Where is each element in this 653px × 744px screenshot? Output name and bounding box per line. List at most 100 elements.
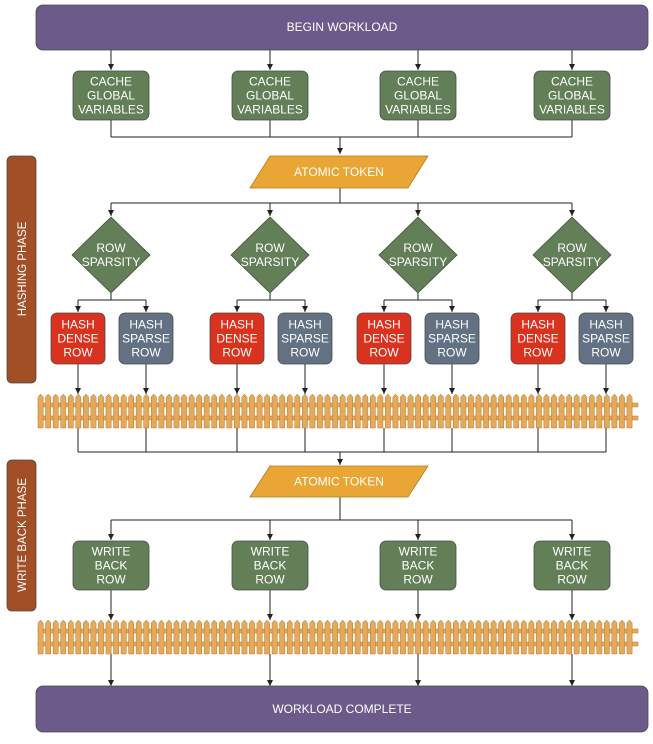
write-back-row-label-line: WRITE: [553, 545, 592, 559]
cache-global-variables-label-line: CACHE: [397, 75, 439, 89]
fence-picket: [203, 393, 210, 429]
write-back-row-label-line: BACK: [254, 559, 287, 573]
fence-picket: [400, 393, 406, 429]
cache-global-variables-label-line: GLOBAL: [548, 89, 596, 103]
fence-picket: [573, 393, 580, 429]
fence-picket: [611, 619, 618, 655]
hash-sparse-row-label-line: ROW: [591, 346, 621, 360]
fence-picket: [581, 619, 588, 655]
fence-picket: [332, 619, 338, 655]
fence-picket: [286, 393, 293, 429]
fence-picket: [407, 619, 414, 655]
fence-picket: [347, 393, 353, 429]
cache-global-variables-label-line: CACHE: [90, 75, 132, 89]
hash-dense-row-label-line: ROW: [369, 346, 399, 360]
hash-dense-row-label-line: DENSE: [517, 332, 558, 346]
hash-dense-row-box: [356, 312, 412, 365]
fence-picket: [324, 393, 331, 429]
fence-picket: [173, 393, 180, 429]
hash-sparse-row-label-line: ROW: [437, 346, 467, 360]
fence-picket: [528, 393, 535, 429]
fence-picket: [520, 619, 527, 655]
fence-picket: [400, 619, 406, 655]
begin-workload-label-line: BEGIN WORKLOAD: [287, 20, 398, 34]
write-back-row-label-line: ROW: [255, 573, 285, 587]
fence-picket: [241, 619, 248, 655]
fence-picket: [332, 393, 338, 429]
fence-picket: [83, 619, 89, 655]
fence-picket: [113, 619, 119, 655]
cache-global-variables-label-line: GLOBAL: [87, 89, 135, 103]
atomic-token-hashing: [249, 155, 429, 189]
fence-picket: [369, 393, 376, 429]
fence-picket: [490, 393, 497, 429]
hash-sparse-row-label-line: HASH: [129, 318, 162, 332]
fence-picket: [604, 393, 610, 429]
fence-picket: [626, 393, 633, 429]
fence-picket: [483, 619, 489, 655]
fence-picket: [369, 619, 376, 655]
fence-picket: [105, 619, 112, 655]
write-back-row-label-line: ROW: [403, 573, 433, 587]
writeback-phase-label-line: WRITE BACK PHASE: [17, 478, 29, 592]
fence-picket: [166, 393, 172, 429]
write-back-row-label-line: WRITE: [399, 545, 438, 559]
fence-picket: [196, 393, 202, 429]
fence-picket: [339, 393, 346, 429]
hash-dense-row-label-line: ROW: [63, 346, 93, 360]
fence-picket: [317, 393, 323, 429]
fence-picket: [294, 393, 301, 429]
fence-picket: [218, 619, 225, 655]
fence-picket: [392, 619, 399, 655]
hash-sparse-row-box: [277, 312, 333, 365]
fence-picket: [558, 393, 565, 429]
fence-picket: [151, 619, 157, 655]
fence-picket: [241, 393, 248, 429]
fence-picket: [566, 393, 572, 429]
fence-picket: [415, 393, 421, 429]
fence-picket: [166, 619, 172, 655]
fence-picket: [226, 619, 233, 655]
fence-picket: [437, 619, 444, 655]
connector-lines: [75, 50, 609, 686]
fence-picket: [611, 393, 618, 429]
hash-sparse-row-box: [118, 312, 174, 365]
fence-picket: [513, 619, 520, 655]
fence-picket: [67, 393, 74, 429]
fence-picket: [98, 393, 104, 429]
fence-picket: [566, 619, 572, 655]
hashing-barrier-fence: [37, 393, 639, 429]
fence-picket: [445, 619, 452, 655]
fence-picket: [249, 619, 255, 655]
fence-picket: [264, 619, 270, 655]
fence-picket: [536, 393, 542, 429]
cache-global-variables-label-line: CACHE: [249, 75, 291, 89]
fence-picket: [392, 393, 399, 429]
fence-picket: [415, 619, 421, 655]
fence-picket: [37, 619, 44, 655]
atomic-token-writeback: [249, 465, 429, 498]
fence-picket: [505, 393, 512, 429]
cache-global-variables-label-line: GLOBAL: [394, 89, 442, 103]
fence-picket: [128, 393, 135, 429]
atomic-token-hashing-label: ATOMIC TOKEN: [294, 165, 384, 179]
fence-picket: [52, 393, 59, 429]
fence-picket: [324, 619, 331, 655]
fence-picket: [128, 619, 135, 655]
fence-picket: [203, 619, 210, 655]
fence-picket: [573, 619, 580, 655]
fence-picket: [120, 619, 127, 655]
atomic-token-writeback-label-line: ATOMIC TOKEN: [294, 475, 384, 489]
fence-picket: [75, 393, 82, 429]
fence-picket: [385, 619, 391, 655]
hash-dense-row-label-line: DENSE: [363, 332, 404, 346]
row-sparsity-label-line: SPARSITY: [543, 255, 601, 269]
